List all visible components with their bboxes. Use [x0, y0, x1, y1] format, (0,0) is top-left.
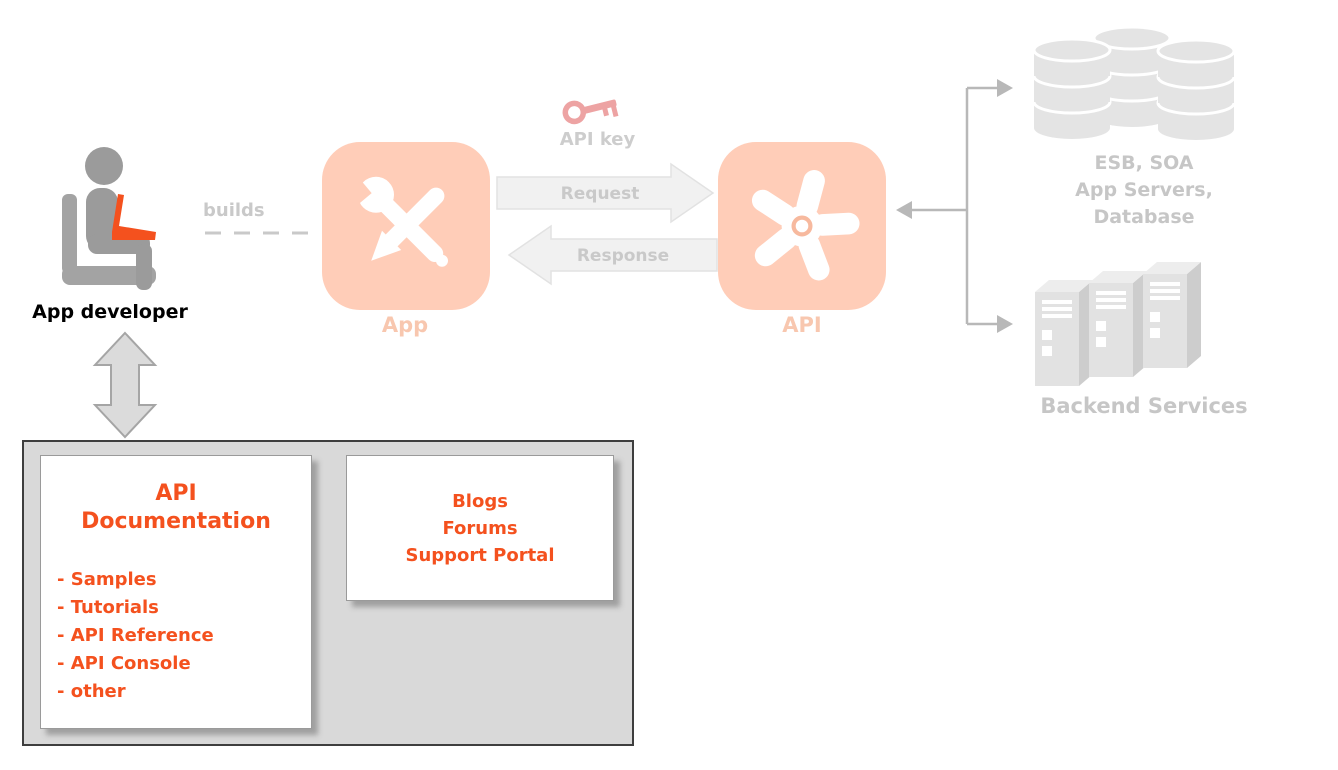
api-label: API: [782, 313, 822, 337]
pinwheel-gear-icon: [751, 169, 860, 281]
api-documentation-title-line: API: [155, 481, 197, 506]
api-documentation-list: - Samples - Tutorials - API Reference - …: [57, 566, 311, 706]
doc-list-item: - API Reference: [57, 625, 214, 646]
api-documentation-title-line: Documentation: [81, 509, 271, 534]
laptop-icon: [112, 194, 156, 240]
api-key-label: API key: [559, 129, 636, 150]
esb-label-line: ESB, SOA: [1094, 152, 1194, 174]
community-line: Forums: [442, 518, 518, 539]
esb-label-line: Database: [1093, 206, 1195, 228]
response-label: Response: [576, 246, 670, 266]
developer-portal-panel: API Documentation - Samples - Tutorials …: [22, 440, 634, 746]
backend-bracket-lines: [905, 86, 1002, 326]
esb-label-line: App Servers,: [1075, 179, 1213, 201]
server-towers-icon: [1035, 262, 1201, 386]
database-stack-icon: [1032, 26, 1236, 140]
app-label: App: [381, 313, 429, 337]
builds-label: builds: [203, 200, 265, 221]
api-documentation-card: API Documentation - Samples - Tutorials …: [40, 455, 312, 729]
arrowhead-to-servers: [997, 315, 1013, 333]
api-icon-tile: [718, 142, 886, 310]
api-documentation-title: API Documentation: [41, 480, 311, 536]
community-line: Support Portal: [405, 545, 555, 566]
community-line: Blogs: [452, 491, 508, 512]
doc-list-item: - API Console: [57, 653, 191, 674]
double-headed-arrow-icon: [92, 331, 158, 439]
app-developer-label: App developer: [32, 301, 188, 323]
esb-label: ESB, SOA App Servers, Database: [1030, 150, 1258, 231]
wrench-and-pencil-icon: [346, 176, 448, 267]
community-lines: Blogs Forums Support Portal: [347, 488, 613, 569]
doc-list-item: - Samples: [57, 569, 157, 590]
backend-services-label: Backend Services: [1040, 394, 1248, 418]
key-icon: [562, 99, 619, 125]
arrowhead-to-database: [997, 79, 1013, 97]
community-card: Blogs Forums Support Portal: [346, 455, 614, 601]
person-with-laptop-icon: [62, 147, 156, 290]
doc-list-item: - Tutorials: [57, 597, 159, 618]
doc-list-item: - other: [57, 681, 126, 702]
app-icon-tile: [322, 142, 490, 310]
request-label: Request: [560, 184, 640, 204]
arrowhead-into-api: [896, 201, 912, 219]
